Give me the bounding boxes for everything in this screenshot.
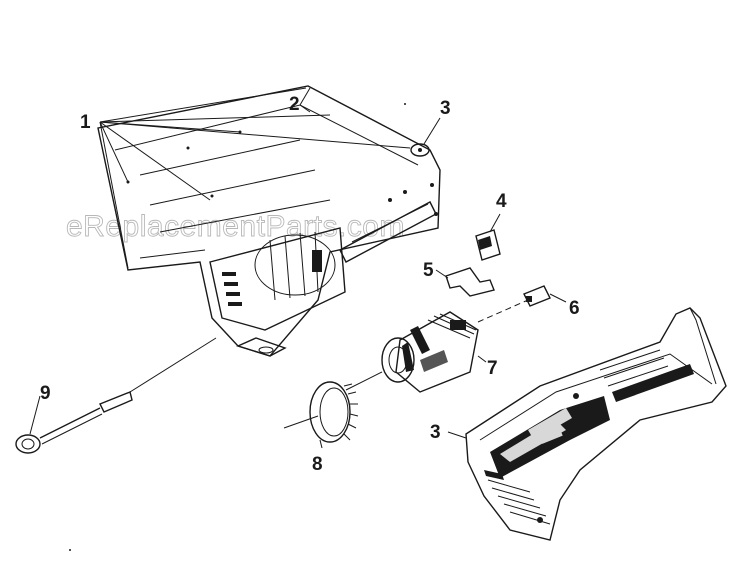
connector-part <box>523 285 567 307</box>
housing-right-half <box>447 307 727 541</box>
callout-5: 5 <box>423 260 434 281</box>
callout-8: 8 <box>312 454 323 475</box>
callout-2: 2 <box>289 94 300 115</box>
callout-3: 3 <box>440 98 451 119</box>
shaft-knob-part <box>15 337 217 454</box>
callout-4: 4 <box>496 191 507 212</box>
leader-line-3a <box>423 117 441 145</box>
callout-3-lower: 3 <box>430 422 441 443</box>
fan-part <box>283 381 359 449</box>
scan-speck <box>69 549 71 551</box>
leader-line-2 <box>299 104 311 113</box>
callout-6: 6 <box>569 298 580 319</box>
callout-7: 7 <box>487 358 498 379</box>
switch-part <box>475 213 501 261</box>
callout-9: 9 <box>40 383 51 404</box>
scan-speck <box>404 103 406 105</box>
leader-lines-1 <box>99 87 411 269</box>
motor-armature-part <box>345 299 529 393</box>
bracket-part <box>435 267 495 297</box>
callout-1: 1 <box>80 112 91 133</box>
